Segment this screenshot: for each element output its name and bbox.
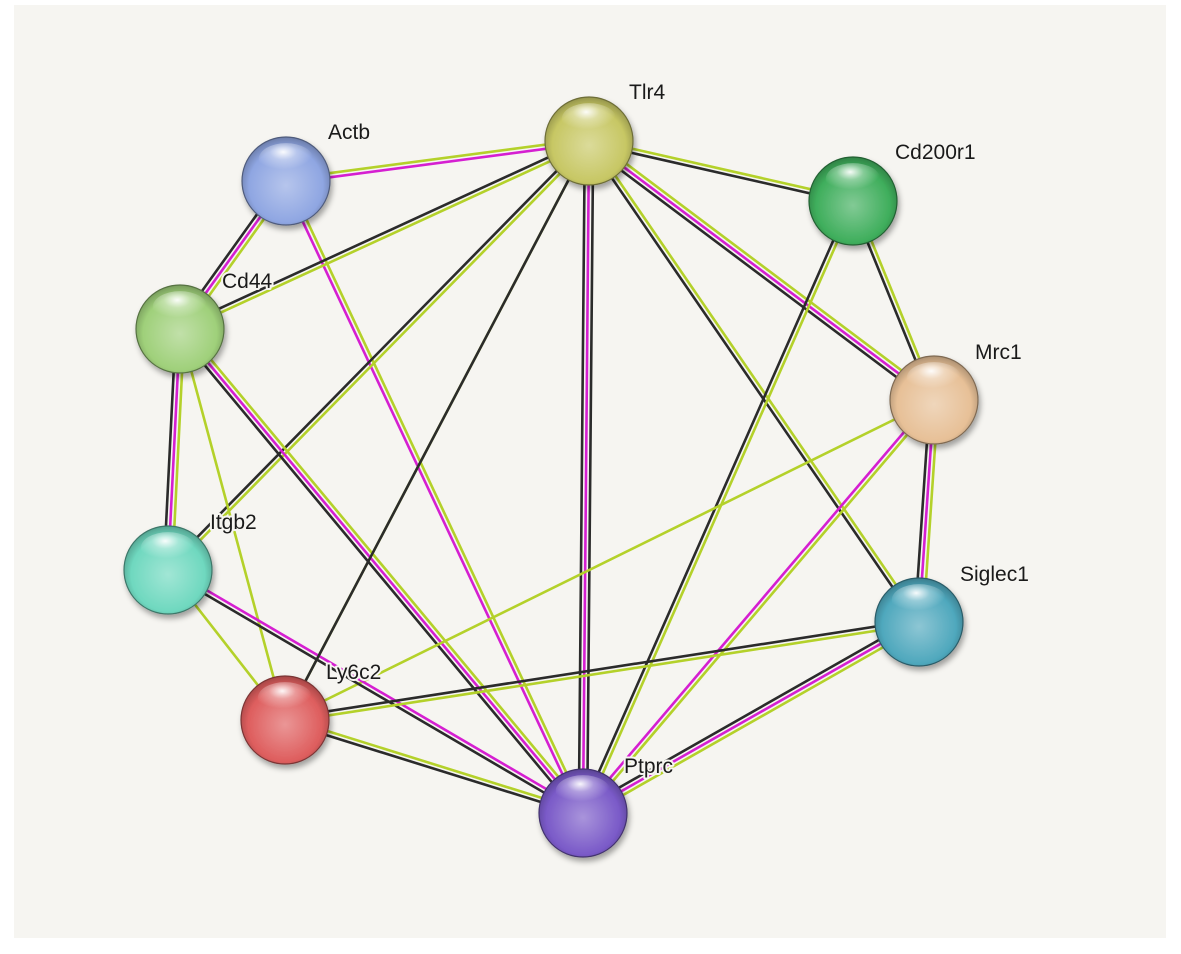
ptprc-label: Ptprc [624, 755, 673, 778]
edge-ly6c2-ptprc-lime[interactable] [284, 716, 585, 813]
edge-tlr4-mrc1-black[interactable] [585, 143, 933, 405]
node-itgb2[interactable]: Itgb2 [123, 509, 259, 615]
edge-itgb2-ptprc-black[interactable] [165, 570, 584, 817]
tlr4-sphere-highlight [561, 103, 617, 135]
ly6c2-sphere-highlight [257, 682, 313, 714]
edge-mrc1-ptprc-lime[interactable] [583, 400, 937, 816]
edge-tlr4-siglec1-lime[interactable] [589, 138, 923, 623]
edge-tlr4-itgb2-black[interactable] [165, 138, 589, 570]
edge-tlr4-ptprc-black[interactable] [577, 139, 587, 815]
ly6c2-label: Ly6c2 [326, 661, 381, 684]
edge-tlr4-mrc1-magenta[interactable] [587, 139, 936, 402]
edge-tlr4-cd44-black[interactable] [177, 137, 590, 329]
siglec1-label: Siglec1 [960, 563, 1029, 586]
mrc1-label: Mrc1 [975, 341, 1022, 364]
cd200r1-sphere-highlight [825, 163, 881, 195]
edge-tlr4-mrc1-lime[interactable] [590, 136, 938, 398]
node-ly6c2[interactable]: Ly6c2 [240, 659, 383, 765]
edge-cd200r1-ptprc-lime[interactable] [583, 200, 857, 816]
edge-siglec1-ly6c2-lime[interactable] [284, 622, 921, 724]
edge-itgb2-ptprc-magenta[interactable] [167, 566, 586, 813]
edge-cd44-ptprc-lime[interactable] [181, 325, 588, 812]
mrc1-sphere-highlight [906, 362, 962, 394]
edge-cd44-ly6c2-lime[interactable] [178, 327, 287, 722]
actb-sphere-highlight [258, 143, 314, 175]
tlr4-label: Tlr4 [629, 81, 665, 104]
cd200r1-label: Cd200r1 [895, 141, 976, 164]
edge-tlr4-cd200r1-lime[interactable] [588, 137, 855, 201]
node-cd44[interactable]: Cd44 [135, 268, 275, 374]
cd44-label: Cd44 [222, 270, 273, 293]
node-mrc1[interactable]: Mrc1 [889, 339, 1024, 445]
node-cd200r1[interactable]: Cd200r1 [808, 139, 978, 246]
node-actb[interactable]: Actb [241, 119, 372, 226]
edge-tlr4-ptprc-black[interactable] [585, 139, 595, 815]
ptprc-sphere-highlight [555, 775, 611, 807]
itgb2-sphere-highlight [140, 532, 196, 564]
edge-siglec1-ptprc-magenta[interactable] [581, 620, 921, 815]
edge-cd44-ptprc-magenta[interactable] [178, 327, 585, 815]
edge-tlr4-ptprc-magenta[interactable] [581, 139, 591, 815]
edge-siglec1-ptprc-black[interactable] [579, 617, 919, 811]
edge-tlr4-itgb2-lime[interactable] [168, 141, 592, 573]
edge-actb-tlr4-lime[interactable] [284, 137, 591, 181]
edge-siglec1-ptprc-lime[interactable] [583, 624, 923, 818]
itgb2-label: Itgb2 [210, 511, 257, 534]
node-siglec1[interactable]: Siglec1 [874, 561, 1031, 667]
edge-cd44-ptprc-black[interactable] [175, 330, 582, 817]
node-ptprc[interactable]: Ptprc [538, 753, 675, 858]
cd44-sphere-highlight [152, 291, 208, 323]
edge-ly6c2-ptprc-black[interactable] [283, 720, 584, 817]
edge-tlr4-cd200r1-black[interactable] [587, 141, 854, 205]
edge-siglec1-ly6c2-black[interactable] [283, 618, 920, 720]
edge-ly6c2-tlr4-black[interactable] [283, 139, 591, 722]
edge-actb-ptprc-magenta[interactable] [282, 180, 583, 816]
edge-actb-ptprc-lime[interactable] [286, 178, 587, 814]
protein-nodes: Actb Tlr4 Cd200r1 Cd44 Mrc1 Itgb2 Siglec… [123, 79, 1031, 858]
edge-tlr4-cd44-lime[interactable] [179, 141, 592, 333]
edge-tlr4-siglec1-black[interactable] [585, 140, 919, 625]
edge-actb-tlr4-magenta[interactable] [284, 141, 591, 185]
siglec1-sphere-highlight [891, 584, 947, 616]
actb-label: Actb [328, 121, 370, 144]
node-tlr4[interactable]: Tlr4 [544, 79, 667, 186]
edge-mrc1-ptprc-magenta[interactable] [580, 397, 934, 813]
edge-mrc1-ly6c2-lime[interactable] [283, 398, 936, 722]
